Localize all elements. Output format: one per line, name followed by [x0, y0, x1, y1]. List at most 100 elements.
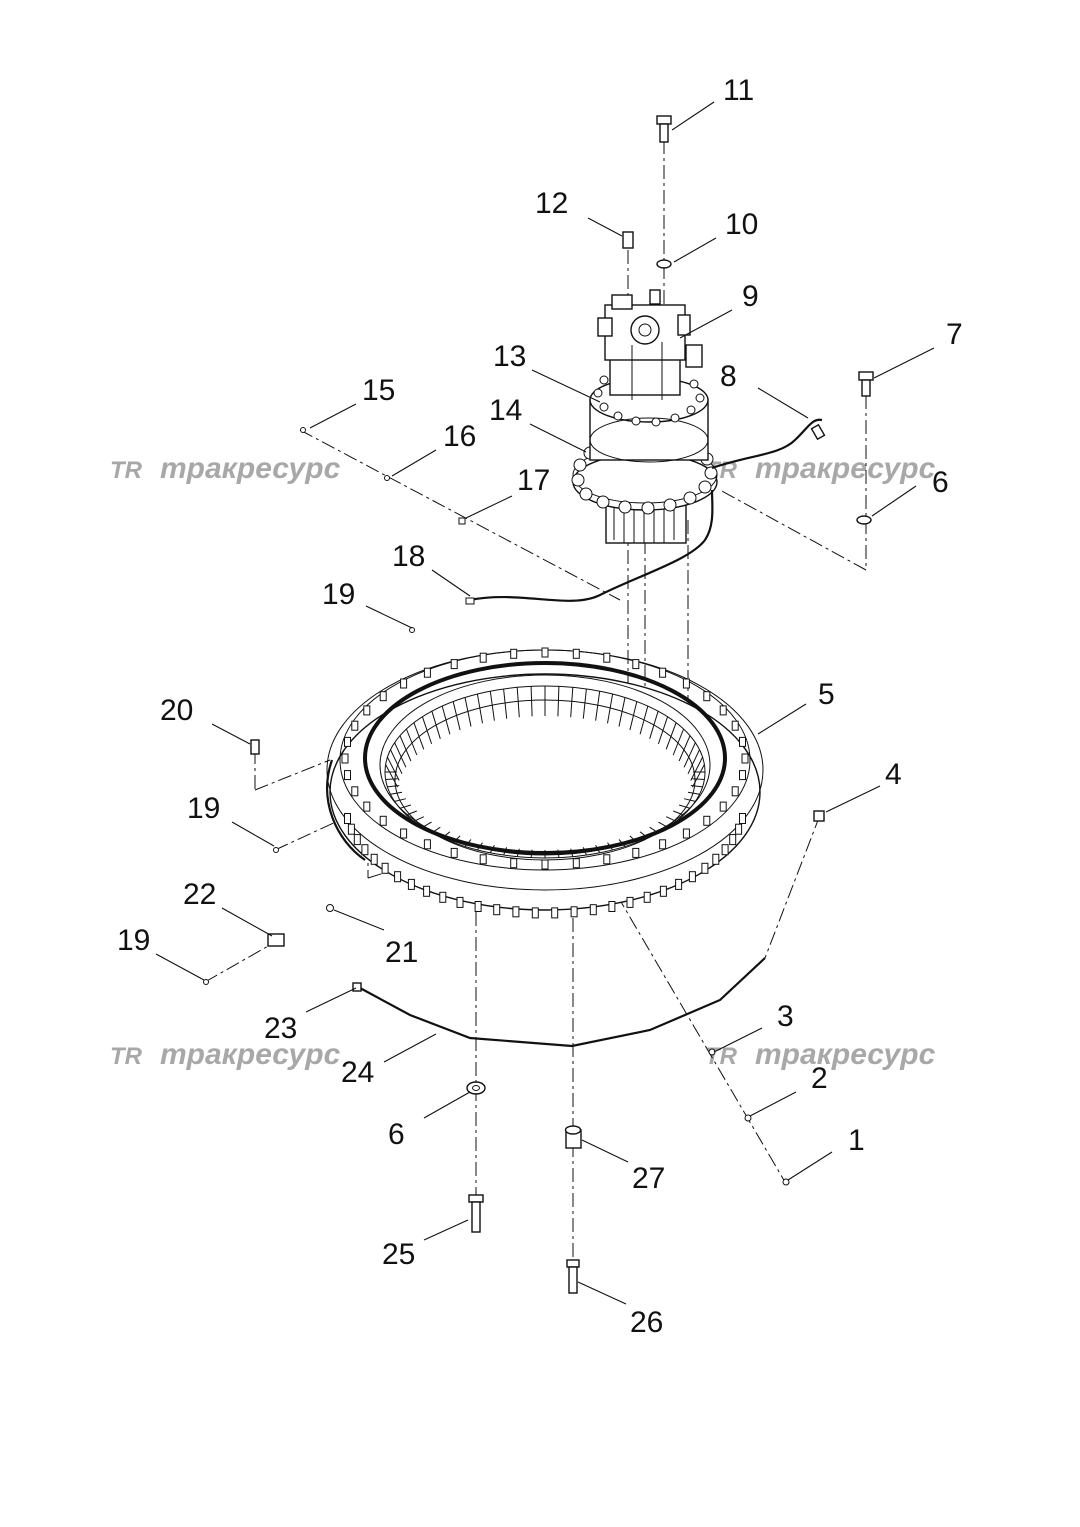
gear-tooth	[452, 701, 461, 731]
ring-bolt-head	[682, 828, 690, 839]
callout-20: 20	[160, 694, 193, 727]
ring-lower-bolt	[701, 862, 709, 874]
callout-7: 7	[946, 318, 963, 351]
hose-part-8	[711, 418, 823, 470]
callout-12: 12	[535, 187, 568, 220]
gear-tooth	[582, 688, 587, 719]
callout-21: 21	[385, 936, 418, 969]
ring-bolt-head	[351, 720, 359, 731]
gear-tooth	[406, 810, 417, 816]
gear-tooth	[452, 835, 461, 843]
ring-lower-bolt	[493, 904, 501, 916]
gear-tooth	[570, 687, 574, 718]
gear-tooth	[595, 691, 601, 721]
gear-tooth	[421, 716, 433, 745]
gear-tooth	[431, 826, 441, 834]
ring-bolt-head	[603, 652, 611, 663]
watermark-top-left: TR тракресурс	[110, 452, 341, 485]
ring-lower-bolt	[626, 896, 634, 908]
gear-tooth	[639, 831, 649, 839]
gear-tooth	[692, 778, 705, 780]
gear-tooth	[557, 686, 560, 717]
gear-tooth	[673, 810, 684, 816]
gear-tooth	[385, 764, 399, 788]
callout-9: 9	[742, 280, 759, 313]
callout-4: 4	[885, 758, 902, 791]
gear-tooth	[530, 686, 533, 717]
ring-lower-bolt	[394, 871, 402, 883]
callout-13: 13	[493, 340, 526, 373]
callout-2: 2	[811, 1062, 828, 1095]
ring-bolt-head	[572, 858, 580, 869]
gear-tooth	[489, 845, 495, 854]
ring-bolt-head	[741, 753, 749, 764]
swing-motor-assembly	[571, 289, 718, 544]
gear-tooth	[503, 688, 508, 719]
gear-tooth	[618, 697, 626, 727]
watermark-text: тракресурс	[755, 452, 936, 485]
gear-tooth	[690, 756, 704, 781]
watermark-text: тракресурс	[755, 1038, 936, 1071]
gear-tooth	[431, 711, 441, 739]
ring-lower-bolt	[721, 844, 729, 856]
ring-bolt-head	[731, 786, 739, 797]
gear-tooth	[595, 845, 601, 854]
ring-bolt-head	[703, 691, 711, 702]
ring-lower-bolt	[729, 834, 737, 846]
watermark-text: тракресурс	[160, 452, 341, 485]
gear-tooth	[629, 835, 638, 843]
gear-tooth	[530, 849, 533, 858]
gear-tooth	[557, 849, 560, 858]
ring-lower-bolt	[643, 891, 651, 903]
gear-tooth	[607, 694, 614, 724]
ring-lower-bolt	[659, 885, 667, 897]
ring-bolt-head	[541, 647, 549, 658]
callout-24: 24	[341, 1056, 374, 1089]
callout-5: 5	[818, 678, 835, 711]
watermark-bottom-left: TR тракресурс	[110, 1038, 341, 1071]
ring-lower-bolt	[456, 896, 464, 908]
ring-bolt-head	[341, 753, 349, 764]
ring-bolt-head	[400, 678, 408, 689]
watermark-logo: TR	[110, 457, 143, 484]
callout-22: 22	[183, 878, 216, 911]
gear-tooth	[441, 705, 451, 735]
ring-lower-bolt	[712, 853, 720, 865]
callout-19-mid: 19	[187, 792, 220, 825]
callout-18: 18	[392, 540, 425, 573]
watermark-top-right: TR тракресурс	[705, 452, 936, 485]
ring-bolt-head	[363, 705, 371, 716]
ring-bolt-head	[379, 691, 387, 702]
gear-tooth	[618, 839, 626, 847]
gear-tooth	[658, 821, 668, 828]
gear-tooth	[683, 798, 696, 802]
callout-17: 17	[517, 464, 550, 497]
gear-tooth	[516, 848, 520, 857]
gear-tooth	[413, 722, 425, 750]
gear-tooth	[607, 842, 614, 851]
ring-bolt-head	[450, 659, 458, 670]
ring-lower-bolt	[353, 834, 361, 846]
ring-lower-bolt	[512, 906, 520, 918]
gear-tooth	[683, 742, 696, 768]
gear-tooth	[441, 831, 451, 839]
callout-19-top: 19	[322, 578, 355, 611]
callout-16: 16	[443, 420, 476, 453]
gear-tooth	[386, 756, 400, 781]
ring-lower-bolt	[675, 878, 683, 890]
gear-tooth	[476, 694, 483, 724]
ring-lower-bolt	[608, 901, 616, 912]
ring-bolt-head	[731, 720, 739, 731]
gear-tooth	[399, 804, 412, 809]
ring-bolt-head	[344, 770, 351, 781]
leader-lines	[155, 101, 935, 1305]
ring-lower-bolt	[735, 823, 743, 835]
swing-bearing-ring-part-5	[326, 647, 764, 919]
gear-tooth	[503, 847, 508, 856]
ring-bolt-head	[719, 705, 727, 716]
gear-tooth	[678, 804, 691, 809]
gear-tooth	[665, 816, 677, 822]
callout-8: 8	[720, 360, 737, 393]
gear-tooth	[687, 791, 700, 795]
callout-6-bottom: 6	[388, 1118, 405, 1151]
